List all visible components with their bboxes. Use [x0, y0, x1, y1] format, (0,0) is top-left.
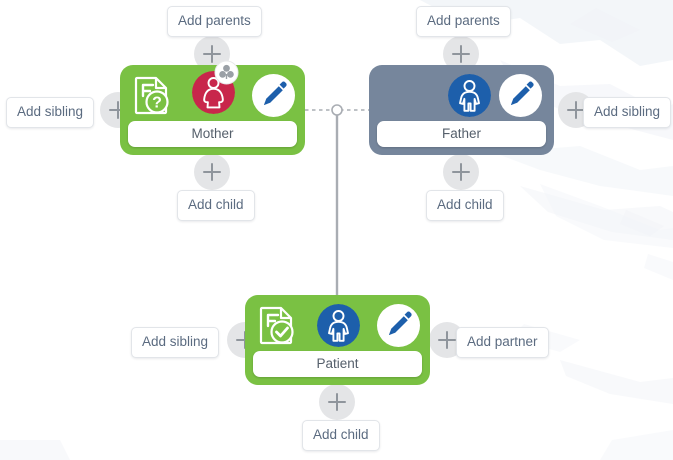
mother-add-child-handle[interactable] [194, 154, 230, 190]
partnership-junction-marker [331, 104, 343, 116]
patient-name-field[interactable]: Patient [253, 351, 422, 377]
male-person-icon[interactable] [448, 73, 491, 117]
mother-icon-row: ? [128, 60, 297, 119]
pencil-icon[interactable] [377, 303, 420, 347]
person-node-patient[interactable]: Patient [245, 295, 430, 385]
person-node-mother[interactable]: ? [120, 60, 305, 155]
patient-add-partner-label[interactable]: Add partner [456, 327, 549, 358]
father-add-parents-label[interactable]: Add parents [416, 6, 511, 37]
mother-add-child-label[interactable]: Add child [177, 190, 255, 221]
father-add-child-handle[interactable] [443, 154, 479, 190]
pencil-icon[interactable] [499, 73, 542, 117]
document-f-confirmed-icon[interactable] [255, 303, 299, 347]
svg-text:?: ? [152, 95, 162, 112]
patient-add-child-handle[interactable] [319, 384, 355, 420]
person-node-father[interactable]: Father [369, 65, 554, 155]
mother-add-parents-label[interactable]: Add parents [167, 6, 262, 37]
mother-name-field[interactable]: Mother [128, 121, 297, 147]
father-name-field[interactable]: Father [377, 121, 546, 147]
document-f-unknown-icon[interactable]: ? [130, 73, 174, 117]
father-add-sibling-label[interactable]: Add sibling [583, 97, 672, 128]
father-icon-row [377, 72, 546, 118]
father-add-child-label[interactable]: Add child [426, 190, 504, 221]
mother-gender-wrap [191, 60, 238, 119]
patient-icon-row [253, 302, 422, 348]
patient-add-sibling-label[interactable]: Add sibling [131, 327, 220, 358]
pencil-icon[interactable] [252, 73, 295, 117]
clover-twins-icon[interactable] [214, 60, 239, 85]
male-person-icon[interactable] [316, 303, 360, 347]
patient-add-child-label[interactable]: Add child [302, 420, 380, 451]
mother-add-sibling-label[interactable]: Add sibling [6, 97, 95, 128]
